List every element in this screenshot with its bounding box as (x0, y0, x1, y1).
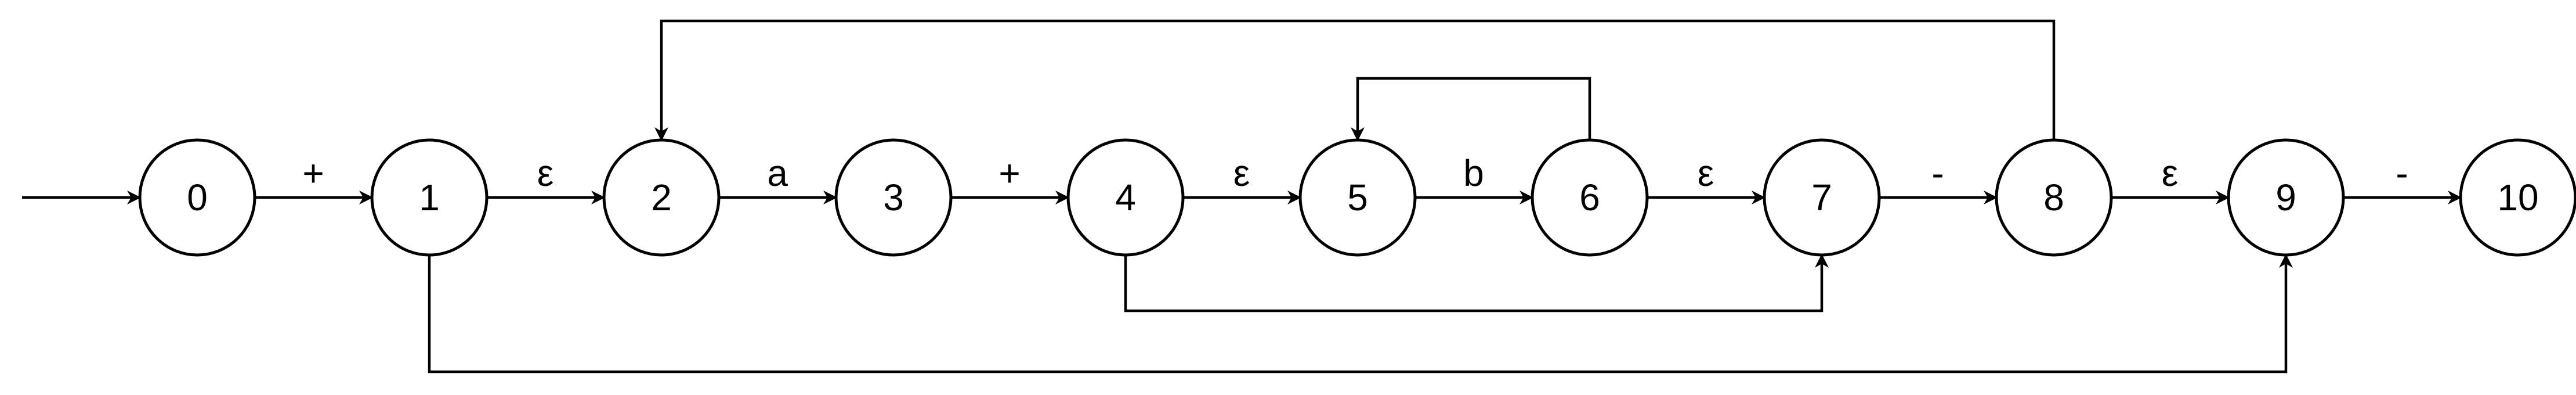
transition-arrow (1124, 254, 1829, 313)
transition-4-to-7 (1124, 254, 1829, 313)
transition-label: + (998, 152, 1020, 194)
transition-label: ε (537, 152, 554, 194)
state-6: 6 (1531, 138, 1649, 257)
state-2: 2 (602, 138, 721, 257)
state-circle (2459, 138, 2576, 257)
state-5: 5 (1298, 138, 1417, 257)
transition-6-to-7: ε (1647, 152, 1765, 204)
state-circle (370, 138, 489, 257)
state-label: 1 (419, 177, 440, 218)
state-circle (1531, 138, 1649, 257)
transition-3-to-4: + (951, 152, 1069, 204)
state-label: 5 (1347, 177, 1368, 218)
state-9: 9 (2227, 138, 2345, 257)
transition-label: - (2396, 152, 2408, 194)
state-label: 3 (883, 177, 904, 218)
state-circle (2227, 138, 2345, 257)
state-0: 0 (138, 138, 256, 257)
state-circle (1066, 138, 1185, 257)
state-circle (602, 138, 721, 257)
transition-arrow (1351, 77, 1591, 141)
state-label: 4 (1115, 177, 1136, 218)
state-label: 6 (1579, 177, 1600, 218)
transition-label: b (1463, 152, 1484, 194)
state-3: 3 (834, 138, 953, 257)
transition-arrow (428, 254, 2293, 374)
state-label: 10 (2497, 177, 2538, 218)
state-circle (1298, 138, 1417, 257)
state-label: 7 (1811, 177, 1832, 218)
states-layer: 0 1 2 3 4 5 6 7 8 9 10 (138, 138, 2576, 257)
transition-arrow (654, 19, 2056, 141)
transition-7-to-8: - (1879, 152, 1998, 204)
transition-label: ε (1233, 152, 1250, 194)
state-circle (1763, 138, 1881, 257)
state-label: 2 (651, 177, 672, 218)
transition-label: - (1931, 152, 1944, 194)
transition-label: + (302, 152, 324, 194)
transition-label: ε (1698, 152, 1714, 194)
transition-9-to-10: - (2343, 152, 2462, 204)
state-7: 7 (1763, 138, 1881, 257)
transition-8-to-9: ε (2111, 152, 2230, 204)
transitions-layer: + ε a + ε b ε - ε - (22, 19, 2462, 374)
transition-label: a (767, 152, 788, 194)
transition-1-to-2: ε (487, 152, 605, 204)
transition-1-to-9 (428, 254, 2293, 374)
state-8: 8 (1995, 138, 2113, 257)
state-1: 1 (370, 138, 489, 257)
state-10: 10 (2459, 138, 2576, 257)
state-circle (138, 138, 256, 257)
transition-0-to-1: + (255, 152, 373, 204)
transition-6-to-5 (1351, 77, 1591, 141)
transition-4-to-5: ε (1183, 152, 1301, 204)
state-circle (1995, 138, 2113, 257)
transition-5-to-6: b (1415, 152, 1533, 204)
state-4: 4 (1066, 138, 1185, 257)
transition-8-to-2 (654, 19, 2056, 141)
state-label: 9 (2275, 177, 2296, 218)
state-circle (834, 138, 953, 257)
state-label: 0 (187, 177, 208, 218)
transition-label: ε (2162, 152, 2179, 194)
state-label: 8 (2043, 177, 2064, 218)
transition-2-to-3: a (719, 152, 837, 204)
